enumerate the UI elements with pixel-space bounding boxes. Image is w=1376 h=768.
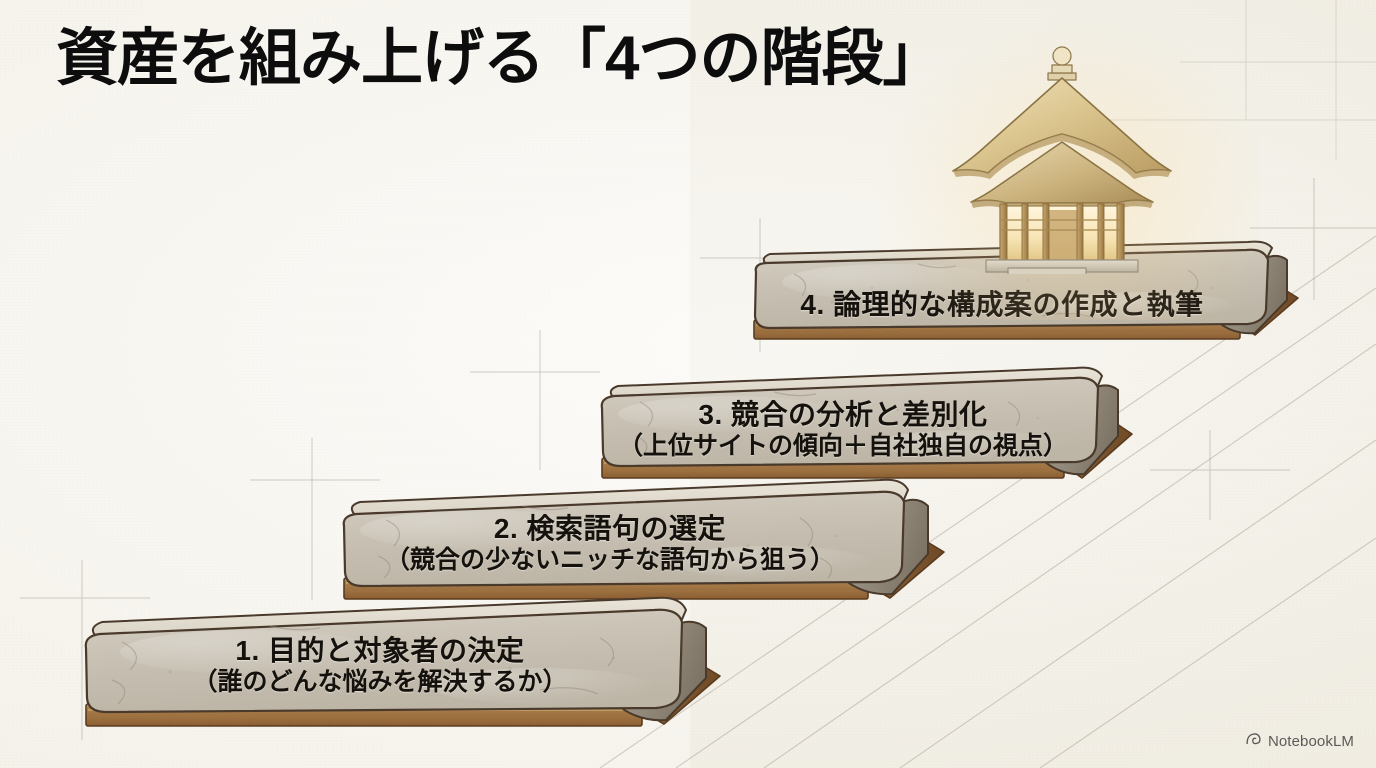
upper-roof-eave: [953, 134, 1171, 179]
temple-base-platform: [985, 259, 1139, 277]
temple-transom-rails: [1001, 219, 1123, 231]
temple-doorway: [1048, 210, 1078, 260]
notebooklm-watermark: NotebookLM: [1245, 730, 1354, 752]
notebooklm-label: NotebookLM: [1267, 732, 1354, 750]
japanese-temple-icon: [912, 34, 1212, 277]
roof-finial: [1047, 46, 1077, 81]
step-block-1[interactable]: 1. 目的と対象者の決定 （誰のどんな悩みを解決するか）: [70, 586, 810, 768]
notebooklm-spiral-icon: [1245, 730, 1262, 752]
page-title: 資産を組み上げる「4つの階段」: [56, 24, 944, 93]
